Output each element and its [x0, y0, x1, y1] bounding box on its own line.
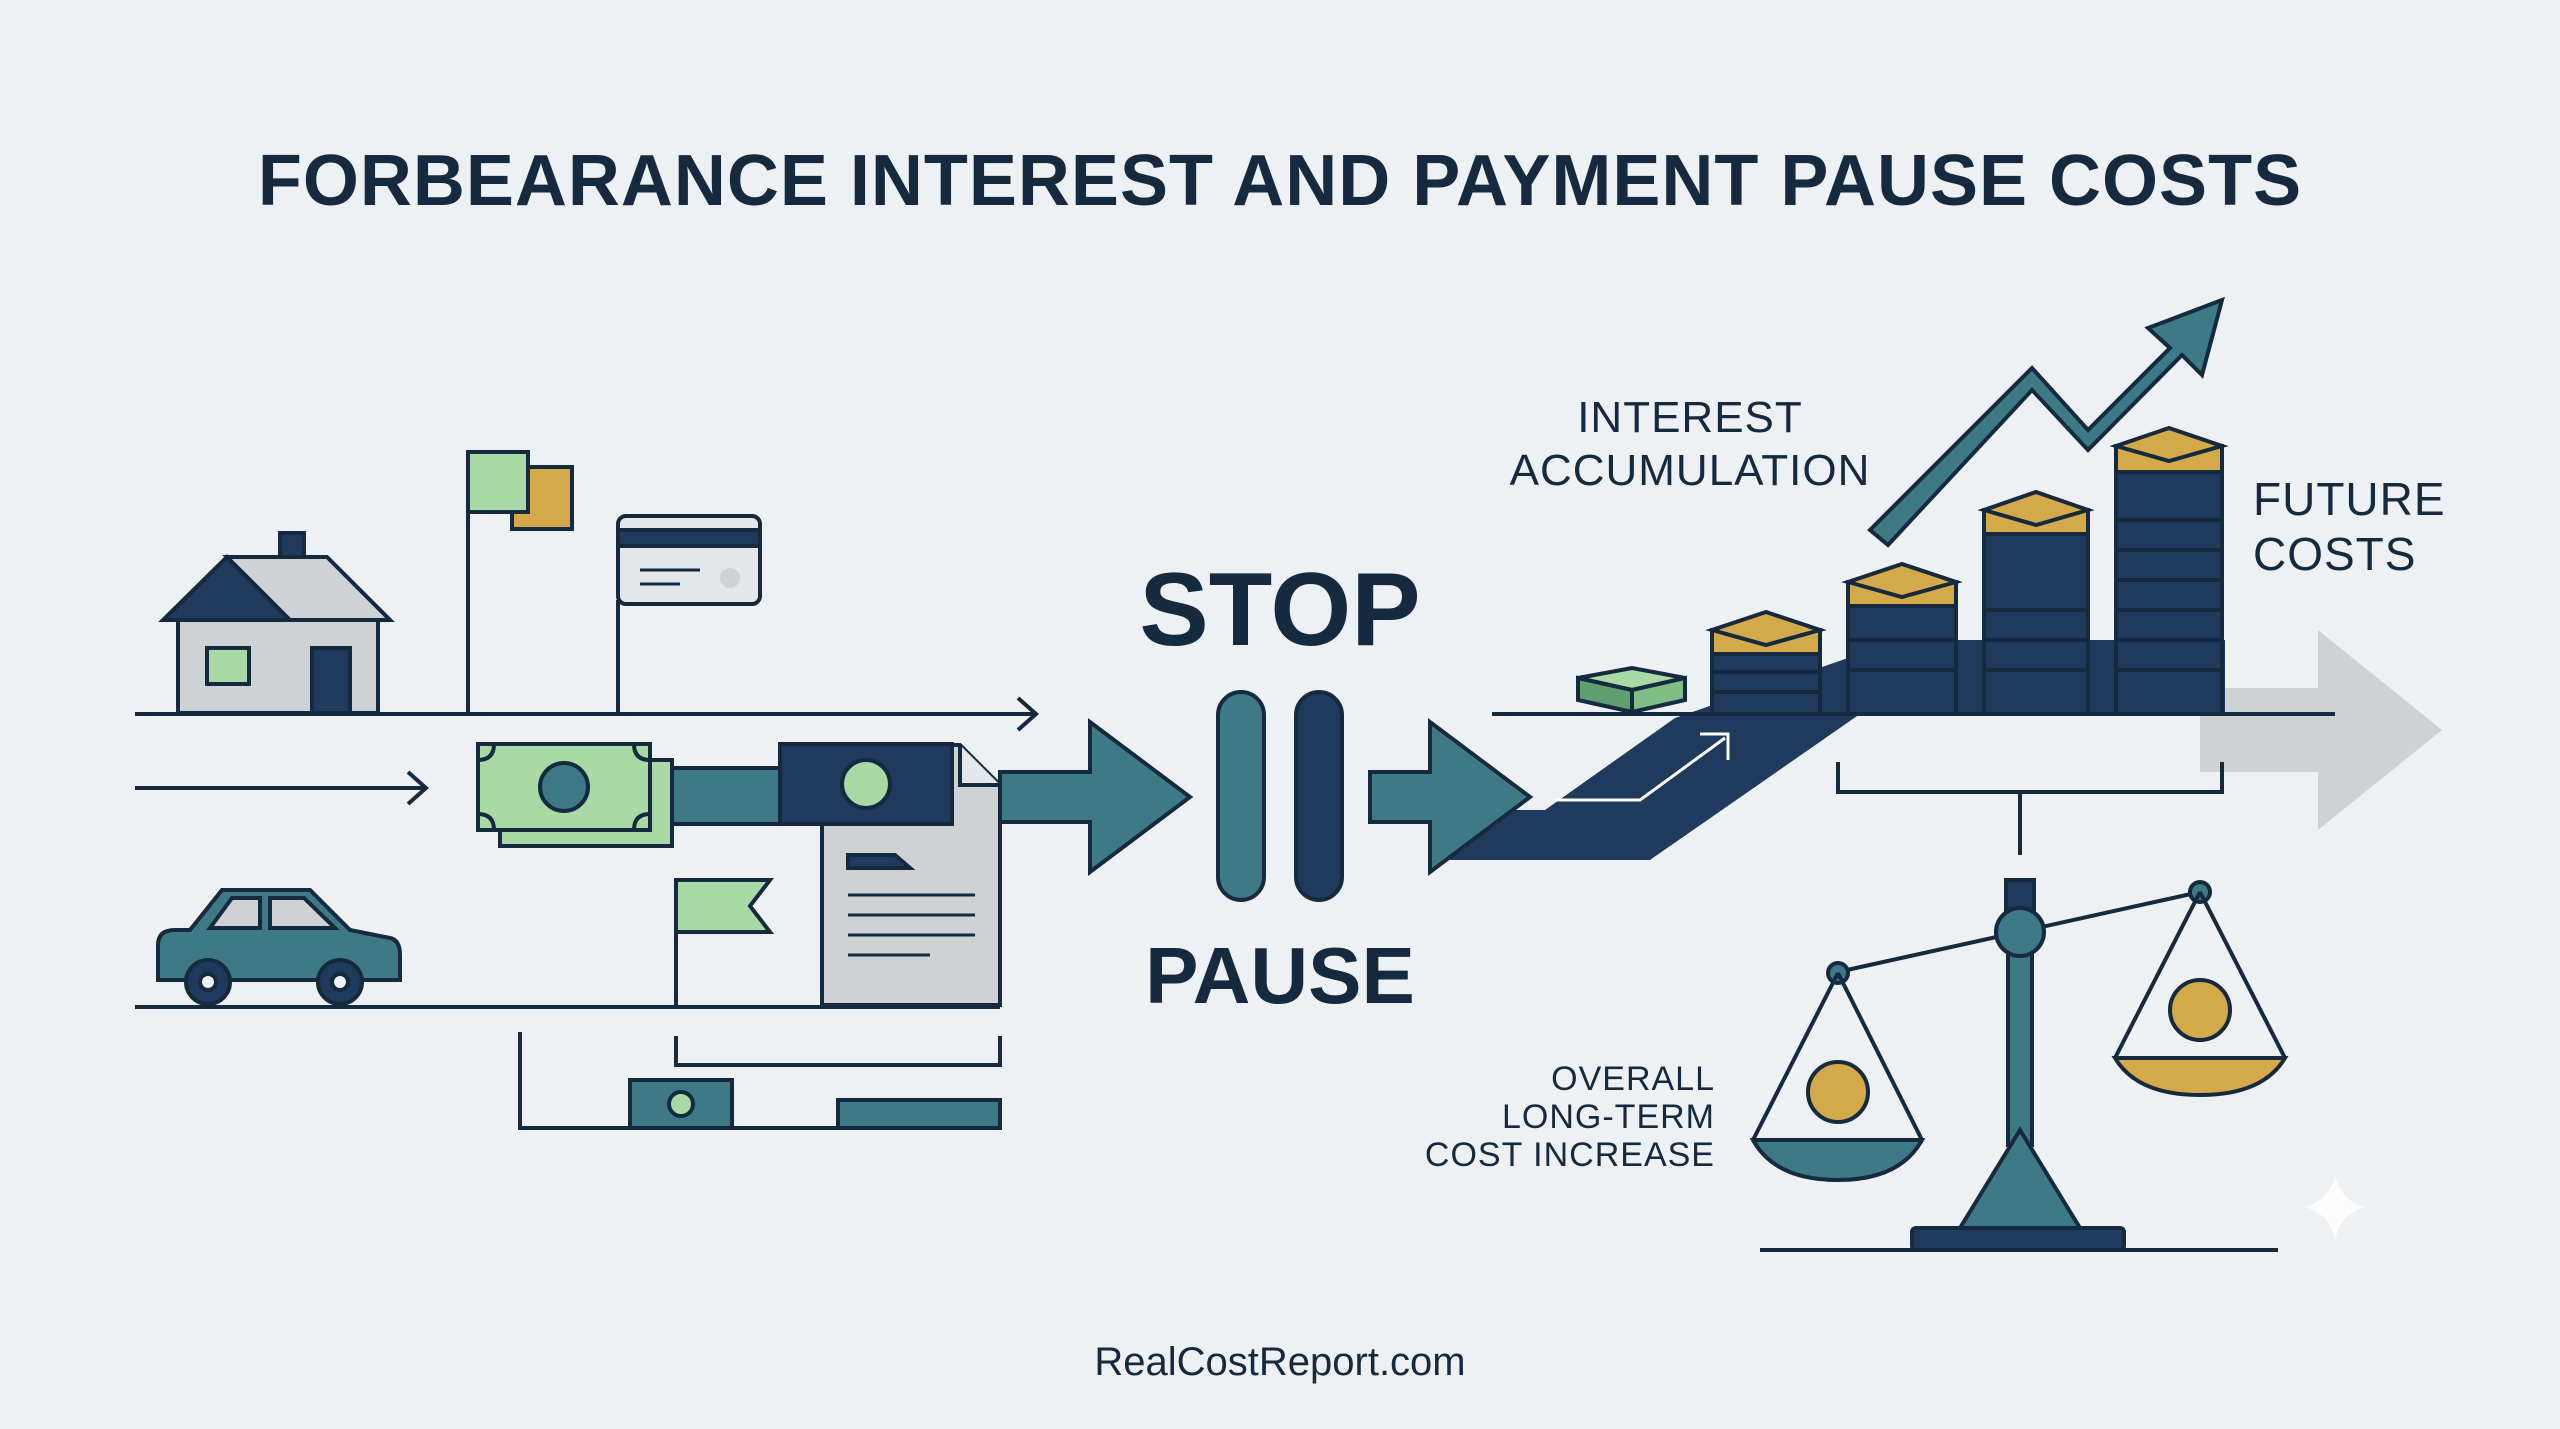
- page-title: FORBEARANCE INTEREST AND PAYMENT PAUSE C…: [257, 141, 2303, 221]
- coin-stack-icon: [1576, 665, 1687, 715]
- bracket: [1836, 762, 2224, 855]
- cash-icon: [476, 742, 674, 848]
- future-costs-label: FUTURE COSTS: [2253, 472, 2446, 582]
- cash-icon: [778, 742, 954, 826]
- trend-arrow-icon: [1867, 296, 2225, 548]
- flow-arrow: [1368, 718, 1534, 876]
- balance-scale-icon: [1749, 878, 2289, 1252]
- gray-arrow: [2200, 630, 2442, 830]
- label-line: ACCUMULATION: [1509, 445, 1871, 495]
- label-line: FUTURE: [2253, 473, 2446, 525]
- car-icon: [156, 888, 402, 1006]
- label-line: COSTS: [2253, 528, 2417, 581]
- coin-stack-icon: [1841, 561, 1963, 716]
- cash-icon: [628, 1078, 1002, 1130]
- stop-label: STOP: [1139, 552, 1421, 668]
- coin-stack-icon: [1705, 609, 1827, 716]
- interest-accumulation-label: INTEREST ACCUMULATION: [1440, 392, 1940, 498]
- footer-source: RealCostReport.com: [1094, 1340, 1466, 1384]
- pause-label: PAUSE: [1145, 931, 1415, 1020]
- flag-icon: [466, 450, 574, 714]
- road: [1450, 640, 2225, 860]
- label-line: OVERALL: [1551, 1060, 1715, 1098]
- coin-stack-icon: [1977, 489, 2095, 716]
- flow-arrow: [998, 718, 1194, 876]
- flow-bar: [670, 766, 784, 826]
- label-line: INTEREST: [1577, 393, 1803, 442]
- sparkle-icon: [2305, 1175, 2365, 1240]
- house-icon: [158, 531, 395, 715]
- label-line: LONG-TERM: [1502, 1098, 1715, 1137]
- overall-cost-label: OVERALL LONG-TERM COST INCREASE: [1380, 1060, 1715, 1174]
- pause-icon: [1216, 690, 1344, 902]
- coin-stack-icon: [2109, 425, 2229, 716]
- label-line: COST INCREASE: [1424, 1136, 1715, 1175]
- credit-card-icon: [616, 514, 762, 714]
- flag-icon: [674, 878, 775, 1007]
